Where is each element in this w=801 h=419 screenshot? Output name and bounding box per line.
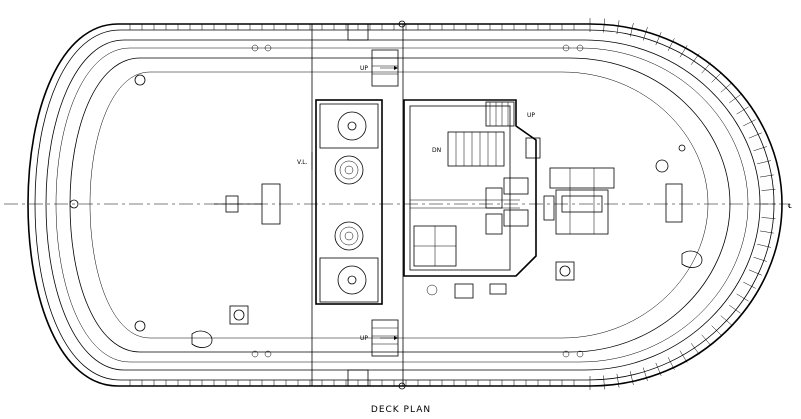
fender-hatch-line [603, 18, 605, 33]
fender-hatch-line [720, 83, 732, 93]
fender-hatch-line [690, 53, 700, 65]
fender-hatch-line [616, 20, 620, 35]
bulwark-ticks [129, 24, 575, 386]
fender-hatch-line [753, 146, 767, 152]
fender-hatch-line [753, 256, 767, 262]
fender-hatch-line [679, 45, 688, 58]
fender-hatch-line [642, 367, 648, 381]
fender-hatch-line [729, 304, 741, 314]
fender-hatch-line [603, 375, 605, 390]
fender-hatch-line [761, 217, 776, 219]
label-vl: V.L. [297, 159, 308, 166]
central-band [311, 20, 406, 390]
stern-fitting [655, 144, 703, 268]
fender-hatch-line [759, 174, 774, 178]
fender-hatch-line [748, 132, 762, 139]
forward-bitt [214, 183, 281, 225]
bollard-sq-2 [555, 261, 575, 281]
fender-hatch-line [761, 189, 776, 191]
label-dn-deckhouse: DN [432, 147, 441, 154]
fender-hatch-line [642, 27, 648, 41]
fender-hatch-line [655, 362, 662, 376]
fender-hatch-line [629, 371, 634, 385]
deckhouse [403, 99, 541, 277]
ladder-forward [371, 49, 399, 87]
fender-hatch-line [748, 269, 762, 276]
fender-hatch-line [690, 343, 700, 355]
fender-hatch-line [701, 334, 711, 346]
fairleads [134, 44, 584, 358]
fender-hatch-line [757, 160, 771, 165]
label-up-forward: UP [360, 65, 368, 72]
fender-hatch-line [720, 315, 732, 325]
hawse-pipe [69, 199, 79, 209]
centerline-symbol: ℄ [788, 203, 792, 210]
fender-hatching [589, 18, 776, 390]
fender-hatch-line [616, 373, 620, 388]
fender-hatch-line [736, 106, 749, 115]
hull-outline [27, 23, 783, 387]
bollard-sq-1 [229, 305, 249, 325]
towing-winch [543, 167, 615, 235]
fender-hatch-line [729, 94, 741, 104]
drawing-title: DECK PLAN [371, 405, 431, 415]
fender-hatch-line [701, 62, 711, 74]
ladder-aft [371, 319, 399, 357]
fender-hatch-line [759, 230, 774, 234]
fender-hatch-line [736, 293, 749, 302]
fender-hatch-line [655, 32, 662, 46]
fender-hatch-line [667, 38, 675, 51]
fender-hatch-line [743, 281, 756, 289]
funnel-block [315, 99, 383, 305]
fender-hatch-line [629, 23, 634, 37]
fender-hatch-line [743, 119, 756, 127]
fender-hatch-line [711, 325, 722, 336]
label-up-deckhouse: UP [527, 112, 535, 119]
fender-hatch-line [711, 72, 722, 83]
fender-hatch-line [679, 350, 688, 363]
label-up-aft: UP [360, 335, 368, 342]
fender-hatch-line [757, 243, 771, 248]
fender-hatch-line [667, 357, 675, 370]
